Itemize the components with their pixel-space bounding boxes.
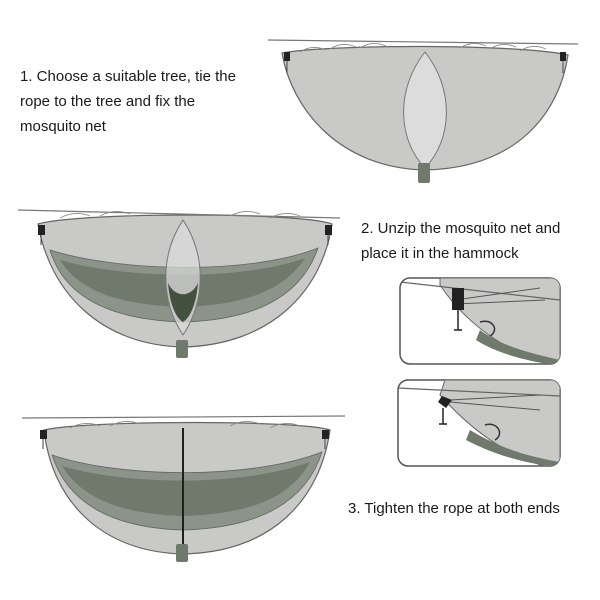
hook-left-icon [40,430,47,439]
stuff-bag [176,340,188,358]
net-open-with-hammock-illustration [17,209,341,358]
step-2-instruction: 2. Unzip the mosquito net and place it i… [361,220,561,262]
tightened-net-with-hammock-illustration [21,415,346,562]
hook-left-icon [284,52,290,61]
hook-left-icon [38,225,45,235]
step-3-instruction: 3. Tighten the rope at both ends [348,500,560,517]
ridge-loops [69,421,301,429]
hook-icon [438,396,452,408]
ridge-rope [21,415,346,419]
ridge-loops [59,211,301,219]
ridge-loops [299,43,547,53]
hammock-inner [62,462,310,516]
detail-closeup-rope-tension [397,379,561,467]
hook-icon [452,288,464,310]
ridge-rope [17,209,341,219]
net-only-illustration [267,39,579,183]
hook-right-icon [560,52,566,61]
hook-right-icon [325,225,332,235]
step-1-instruction: 1. Choose a suitable tree, tie the rope … [20,68,236,135]
ridge-rope [267,39,579,45]
stuff-bag [176,544,188,562]
detail-closeup-rope-tie [399,277,561,365]
hook-right-icon [322,430,329,439]
stuff-bag [418,163,430,183]
